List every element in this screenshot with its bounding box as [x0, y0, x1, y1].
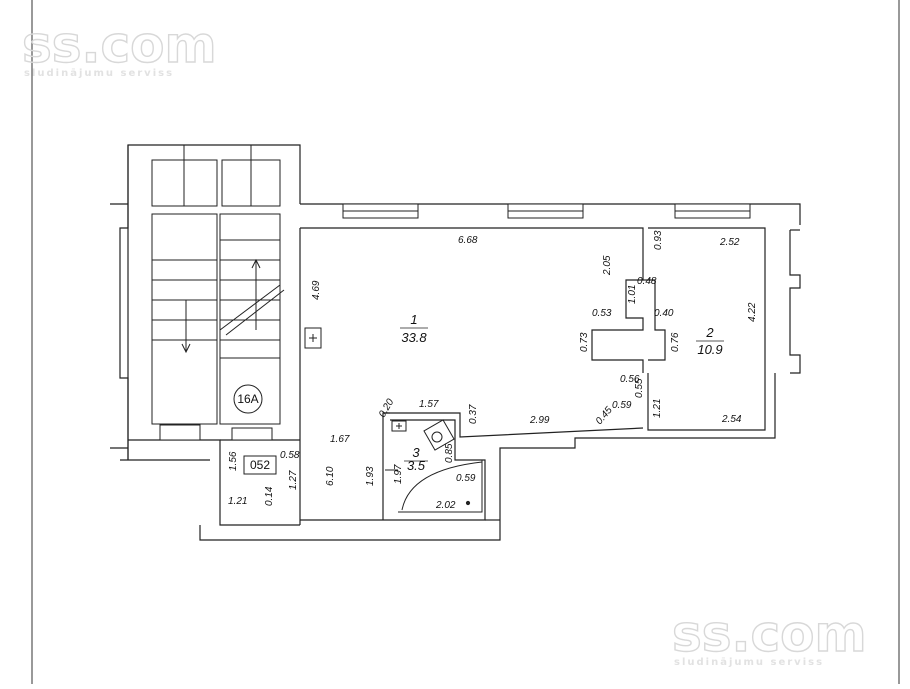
windows [159, 203, 751, 441]
room-3-label: 3 3.5 [404, 445, 428, 473]
room-3-area: 3.5 [407, 458, 426, 473]
dim-label: 4.22 [747, 302, 758, 322]
dim-label: 6.10 [325, 466, 336, 486]
watermark-brand: ss.com [22, 16, 217, 74]
dim-label: 1.56 [228, 451, 239, 471]
dim-label: 0.58 [280, 450, 300, 461]
room-2-label: 2 10.9 [696, 325, 724, 357]
dim-label: 1.67 [330, 434, 350, 445]
dim-label: 2.02 [435, 500, 456, 511]
room-2-number: 2 [705, 325, 714, 340]
dim-label: 1.97 [393, 464, 404, 484]
dim-label: 0.53 [592, 308, 612, 319]
dim-label: 0.59 [456, 473, 476, 484]
room-1-number: 1 [410, 312, 417, 327]
dim-label: 4.69 [311, 280, 322, 300]
dim-label: 0.48 [637, 276, 657, 287]
dim-label: 1.01 [627, 285, 638, 304]
dimension-labels: 6.68 4.69 2.05 0.93 2.52 0.48 1.01 0.53 … [228, 230, 758, 511]
room-1-label: 1 33.8 [400, 312, 428, 345]
dim-label: 0.73 [579, 332, 590, 352]
dim-label: 2.54 [721, 414, 742, 425]
bathroom-fixtures [385, 419, 483, 513]
dim-label: 0.55 [634, 378, 645, 398]
dim-label: 0.85 [444, 443, 455, 463]
dim-label: 0.93 [653, 230, 664, 250]
dim-label: 1.57 [419, 399, 439, 410]
watermark-bottom-right: ss.com sludinājumu serviss [671, 604, 867, 668]
dim-label: 0.20 [377, 397, 396, 420]
dim-label: 6.68 [458, 235, 478, 246]
dim-label: 0.14 [264, 486, 275, 506]
dim-label: 1.27 [288, 470, 299, 490]
stair-label-text: 16A [237, 392, 258, 406]
unit-label-text: 052 [250, 458, 270, 472]
stair-label: 16A [233, 384, 263, 414]
room-1-area: 33.8 [401, 330, 427, 345]
inner-walls [128, 227, 766, 526]
dim-label: 2.99 [529, 415, 550, 426]
outer-walls [110, 144, 801, 541]
dim-label: 0.76 [670, 332, 681, 352]
room-3-number: 3 [412, 445, 420, 460]
unit-label: 052 [243, 455, 277, 475]
watermark-brand: ss.com [672, 605, 867, 663]
dim-label: 0.37 [468, 404, 479, 424]
watermark-tagline: sludinājumu serviss [674, 657, 824, 668]
dim-label: 2.52 [719, 237, 740, 248]
dim-label: 2.05 [602, 255, 613, 276]
dim-label: 0.59 [612, 400, 632, 411]
dim-label: 1.93 [365, 466, 376, 486]
room-2-area: 10.9 [697, 342, 722, 357]
page-frame [31, 0, 900, 684]
dim-label: 0.40 [654, 308, 674, 319]
utility-box [304, 327, 322, 349]
watermark-tagline: sludinājumu serviss [24, 68, 174, 79]
dim-label: 0.56 [620, 374, 640, 385]
dim-label: 1.21 [228, 496, 247, 507]
watermark-top-left: ss.com sludinājumu serviss [21, 15, 217, 79]
staircase [151, 145, 285, 425]
dim-label: 1.21 [652, 399, 663, 418]
